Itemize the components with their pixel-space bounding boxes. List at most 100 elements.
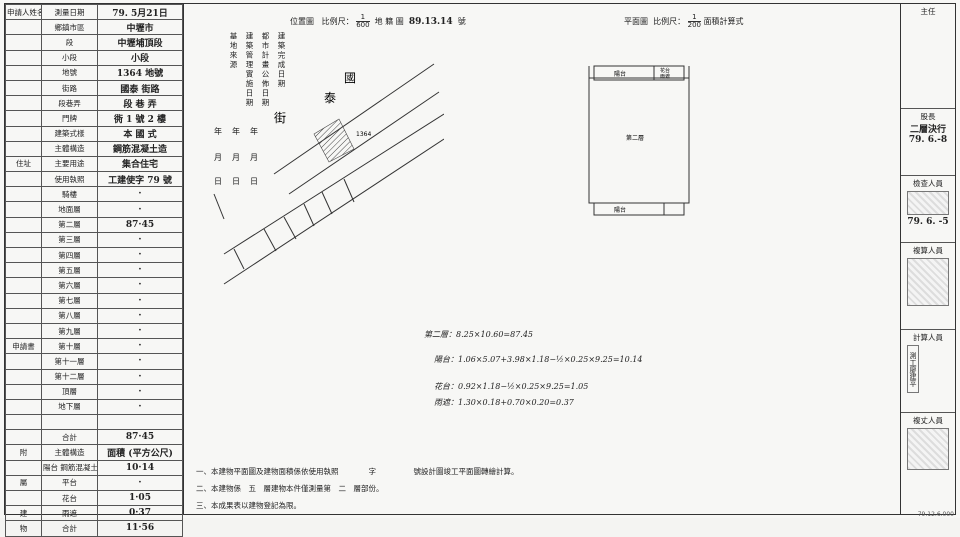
- plan-room-label: 第二層: [626, 134, 644, 142]
- lot-suffix: 號: [457, 17, 466, 26]
- row-label: [41, 414, 98, 431]
- checker-stamp: [907, 191, 949, 215]
- row-value: ·: [97, 338, 183, 355]
- row-category: 住址: [5, 155, 42, 173]
- info-row: 住址主要用途集合住宅: [5, 155, 183, 173]
- row-category: [5, 489, 42, 507]
- lot-label: 地 籍 圖: [374, 17, 404, 26]
- location-label: 位置圖: [290, 17, 314, 26]
- plan-balcony-top: 陽台: [614, 70, 626, 78]
- row-value: 小段: [97, 49, 183, 66]
- info-row: 第九層·: [5, 322, 183, 340]
- surveyor2-label: 複丈人員: [913, 416, 943, 425]
- info-row: 第五層·: [5, 262, 183, 279]
- location-map: 國 泰 街 1364: [213, 63, 444, 285]
- row-category: [5, 383, 42, 400]
- info-row: 段中壢埔頂段: [5, 34, 183, 51]
- day-mark: 日: [232, 177, 240, 186]
- approval-panel: 主任 股長 二層決行 79. 6.-8 檢查人員 79. 6. -5 複算人員 …: [900, 3, 956, 515]
- row-label: 測量日期: [41, 3, 98, 21]
- row-value: ·: [97, 368, 183, 385]
- row-value: ·: [97, 307, 183, 324]
- row-label: 雨遮: [41, 505, 98, 522]
- plan-rain-top: 雨遮: [660, 73, 670, 80]
- row-category: [5, 353, 42, 370]
- row-value: 鋼筋混凝土造: [97, 140, 183, 157]
- row-value: 11·56: [97, 520, 183, 537]
- info-row: 使用執照工建使字 79 號: [5, 171, 183, 188]
- row-label: 第七層: [41, 292, 98, 309]
- info-row: 屬平台·: [5, 474, 183, 492]
- row-value: ·: [97, 186, 183, 203]
- month-mark: 月: [214, 153, 222, 162]
- row-value: 衖 1 號 2 樓: [97, 110, 183, 127]
- info-row: 第七層·: [5, 292, 183, 309]
- row-label: 段巷弄: [41, 95, 98, 112]
- row-value: ·: [97, 231, 183, 249]
- info-row: 地下層·: [5, 398, 183, 416]
- row-label: 第九層: [41, 322, 98, 340]
- row-category: [5, 307, 42, 324]
- row-category: [5, 201, 42, 218]
- director-label: 主任: [920, 7, 936, 16]
- row-label: 地面層: [41, 201, 98, 218]
- month-mark: 月: [232, 153, 240, 162]
- row-value: 87·45: [97, 429, 183, 446]
- form-number: 79.12.6.000: [917, 511, 954, 518]
- row-label: 頂層: [41, 383, 98, 400]
- row-category: [5, 414, 42, 431]
- calc-balcony: 陽台：1.06×5.07+3.98×1.18−½×0.25×9.25=10.14: [434, 355, 643, 364]
- lot-value: 89.13.14: [408, 17, 453, 27]
- row-value: ·: [97, 398, 183, 416]
- chief-date: 79. 6.-8: [908, 135, 948, 145]
- floor-plan: 陽台 花台 雨遮 第二層 陽台: [588, 65, 690, 216]
- chief-cell: 股長 二層決行 79. 6.-8: [901, 109, 955, 176]
- row-value: 段 巷 弄: [97, 95, 183, 112]
- street-name-3: 街: [274, 111, 286, 125]
- row-category: [5, 429, 42, 446]
- building-mgmt-date-label: 建築管理實施日期: [245, 32, 254, 108]
- urban-plan-date-label: 都市計畫公佈日期: [261, 32, 270, 108]
- year-mark: 年: [232, 127, 240, 136]
- chief-label: 股長: [920, 112, 936, 121]
- row-category: 建: [5, 505, 42, 522]
- location-scale-label: 比例尺：: [321, 17, 354, 26]
- info-row: 騎樓·: [5, 186, 183, 203]
- row-label: 第二層: [41, 216, 98, 233]
- note-2: 二、本建物係 五 層建物本件僅測量第 二 層部份。: [196, 484, 384, 493]
- row-value: ·: [97, 292, 183, 309]
- row-category: [5, 398, 42, 416]
- info-row: 第四層·: [5, 246, 183, 264]
- row-value: 10·14: [97, 459, 183, 476]
- row-value: ·: [97, 474, 183, 492]
- row-label: 陽台 鋼筋混凝土造: [41, 459, 98, 476]
- row-value: ·: [97, 322, 183, 340]
- checker-cell: 檢查人員 79. 6. -5: [901, 176, 955, 243]
- row-category: [5, 292, 42, 309]
- checker-date: 79. 6. -5: [907, 217, 949, 227]
- info-row: 第八層·: [5, 307, 183, 324]
- row-category: [5, 277, 42, 294]
- row-category: [5, 64, 42, 81]
- row-value: ·: [97, 201, 183, 218]
- row-category: [5, 459, 42, 476]
- row-category: [5, 322, 42, 340]
- row-label: 第三層: [41, 231, 98, 249]
- calculator-cell: 計算人員 測工廖建平: [901, 330, 955, 413]
- row-category: 申請書: [5, 338, 42, 355]
- row-value: 本 國 式: [97, 125, 183, 142]
- year-mark: 年: [250, 127, 258, 136]
- row-category: [5, 171, 42, 188]
- row-value: 工建使字 79 號: [97, 171, 183, 188]
- plan-label: 平面圖: [624, 17, 648, 26]
- row-category: [5, 19, 42, 36]
